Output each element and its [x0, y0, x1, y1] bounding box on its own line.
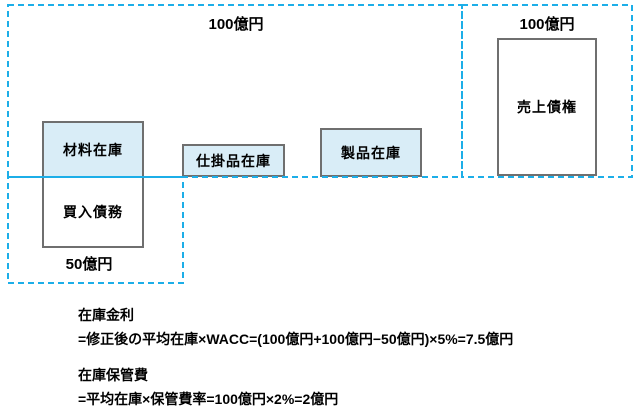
formula-storage-cost: 在庫保管費 =平均在庫×保管費率=100億円×2%=2億円	[78, 363, 513, 411]
box-material-and-payable: 材料在庫 買入債務	[42, 121, 144, 248]
box-product-inventory: 製品在庫	[320, 128, 422, 177]
box-material-inventory: 材料在庫	[63, 142, 123, 158]
formula-inventory-interest-body: =修正後の平均在庫×WACC=(100億円+100億円−50億円)×5%=7.5…	[78, 331, 514, 347]
amount-purchase-payable: 50億円	[65, 256, 113, 273]
formula-block: 在庫金利 =修正後の平均在庫×WACC=(100億円+100億円−50億円)×5…	[78, 303, 513, 411]
box-wip-inventory: 仕掛品在庫	[182, 144, 285, 177]
formula-storage-cost-title: 在庫保管費	[78, 367, 148, 383]
box-purchase-payable: 買入債務	[63, 203, 123, 220]
formula-inventory-interest-title: 在庫金利	[78, 307, 134, 323]
formula-storage-cost-body: =平均在庫×保管費率=100億円×2%=2億円	[78, 391, 339, 407]
amount-sales-receivable: 100億円	[519, 16, 575, 33]
box-sales-receivable: 売上債権	[497, 38, 597, 176]
formula-inventory-interest: 在庫金利 =修正後の平均在庫×WACC=(100億円+100億円−50億円)×5…	[78, 303, 513, 351]
amount-total-inventory: 100億円	[208, 16, 264, 33]
